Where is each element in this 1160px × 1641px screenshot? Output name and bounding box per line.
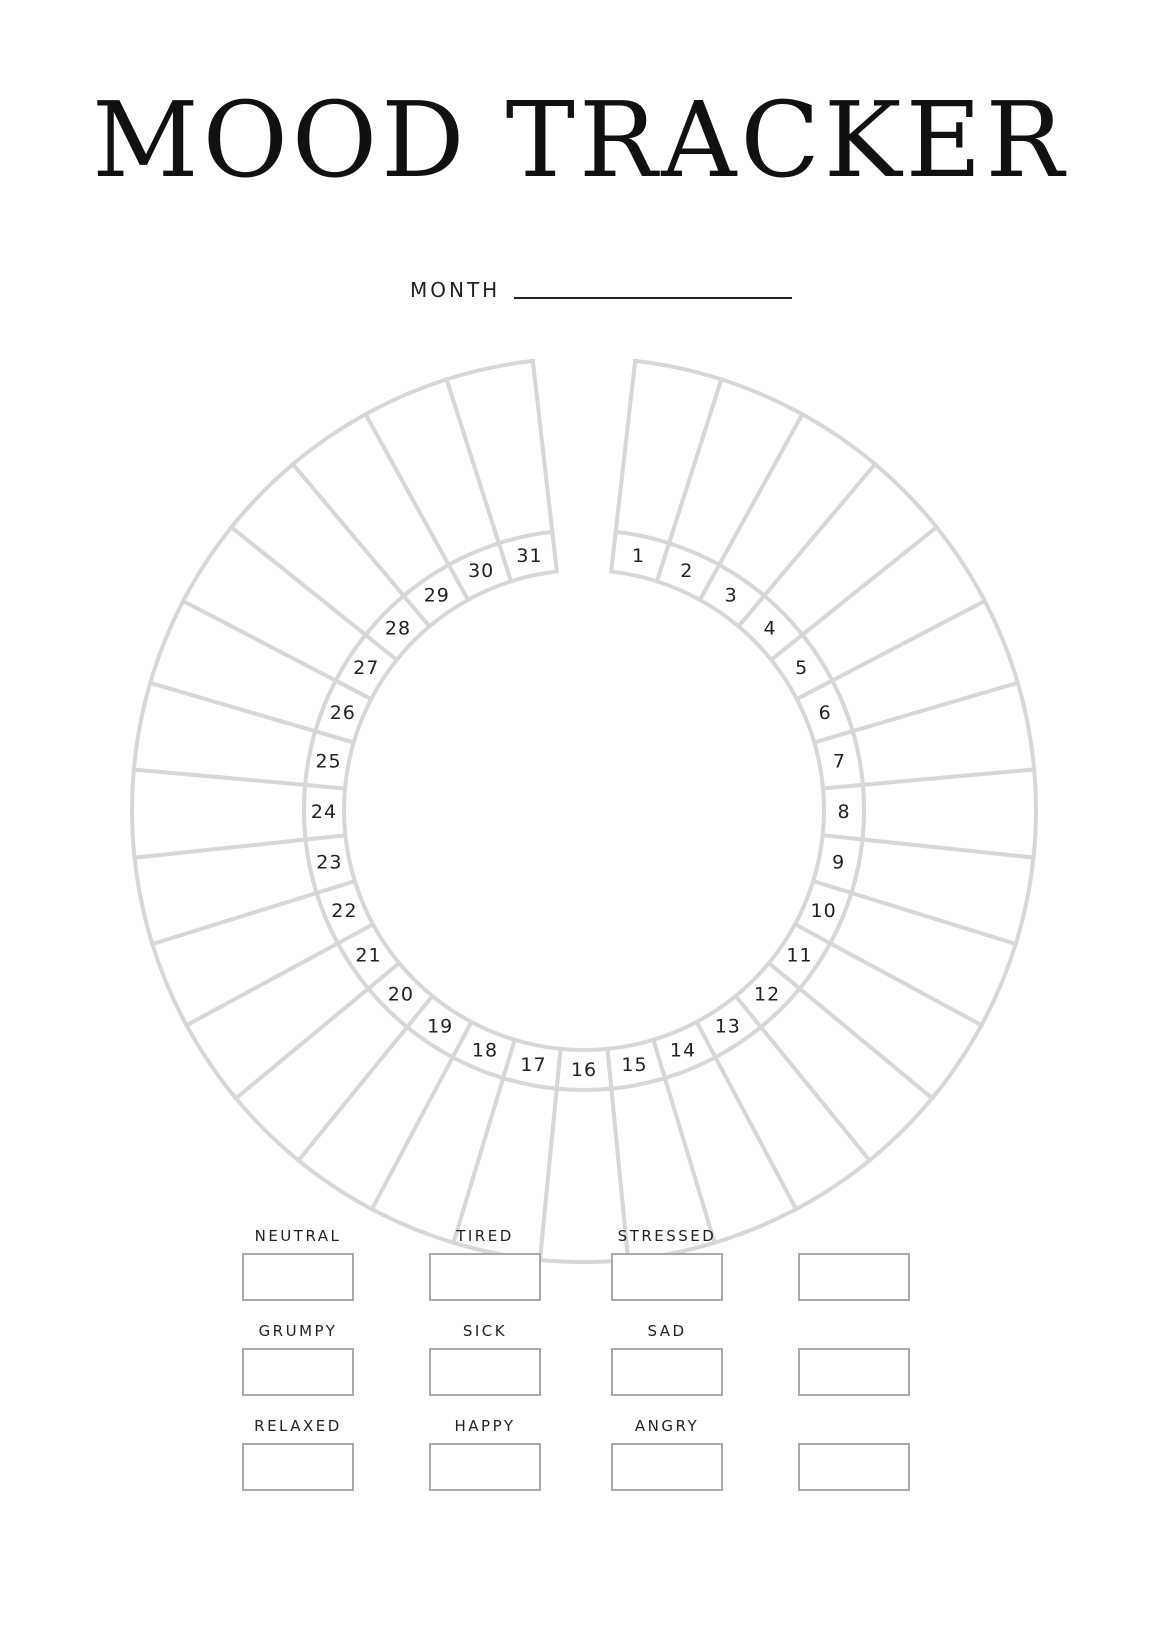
day-number: 15 [621, 1054, 647, 1076]
day-number: 10 [811, 900, 837, 922]
legend-item [798, 1419, 910, 1491]
legend-label: SAD [647, 1322, 687, 1340]
legend-label: SICK [462, 1322, 508, 1340]
day-number: 6 [819, 702, 832, 724]
day-number: 18 [472, 1039, 498, 1061]
day-number: 20 [388, 984, 414, 1006]
legend-item: RELAXED [242, 1419, 354, 1491]
legend-color-box[interactable] [242, 1253, 354, 1301]
legend-item: TIRED [429, 1229, 541, 1301]
legend-color-box[interactable] [242, 1443, 354, 1491]
day-31-label-cell [496, 529, 560, 584]
day-number: 2 [680, 560, 693, 582]
day-number: 3 [725, 585, 738, 607]
legend-color-box[interactable] [429, 1253, 541, 1301]
legend-label: GRUMPY [258, 1322, 338, 1340]
day-number: 27 [353, 657, 379, 679]
day-number: 14 [670, 1039, 696, 1061]
legend-color-box[interactable] [798, 1348, 910, 1396]
legend-label: NEUTRAL [254, 1227, 342, 1245]
day-number: 5 [795, 657, 808, 679]
month-input-line[interactable] [514, 297, 793, 299]
day-number: 8 [837, 801, 850, 823]
legend-color-box[interactable] [611, 1443, 723, 1491]
legend-color-box[interactable] [611, 1253, 723, 1301]
day-number: 11 [786, 945, 812, 967]
day-number: 12 [754, 984, 780, 1006]
month-field: MONTH [410, 270, 793, 302]
legend-label: HAPPY [454, 1417, 516, 1435]
day-number: 19 [427, 1016, 453, 1038]
day-number: 26 [330, 702, 356, 724]
day-number: 13 [715, 1016, 741, 1038]
day-number: 4 [763, 617, 776, 639]
legend-item: GRUMPY [242, 1324, 354, 1396]
legend-color-box[interactable] [242, 1348, 354, 1396]
day-number: 17 [520, 1054, 546, 1076]
day-number: 29 [424, 585, 450, 607]
day-number: 28 [385, 617, 411, 639]
legend-item: HAPPY [429, 1419, 541, 1491]
legend-item: NEUTRAL [242, 1229, 354, 1301]
legend-item: STRESSED [611, 1229, 723, 1301]
legend-item [798, 1229, 910, 1301]
legend-color-box[interactable] [611, 1348, 723, 1396]
day-number: 24 [311, 801, 337, 823]
legend-color-box[interactable] [429, 1443, 541, 1491]
legend-item [798, 1324, 910, 1396]
day-number: 31 [516, 545, 542, 567]
day-number: 1 [632, 545, 645, 567]
day-number: 22 [331, 900, 357, 922]
legend-label: RELAXED [254, 1417, 342, 1435]
day-number: 7 [833, 751, 846, 773]
day-number: 25 [315, 751, 341, 773]
legend-color-box[interactable] [798, 1253, 910, 1301]
day-number: 30 [468, 560, 494, 582]
legend-color-box[interactable] [798, 1443, 910, 1491]
day-number: 9 [832, 851, 845, 873]
legend-item: SICK [429, 1324, 541, 1396]
day-number: 16 [571, 1059, 597, 1081]
day-number: 23 [316, 851, 342, 873]
legend-color-box[interactable] [429, 1348, 541, 1396]
legend-item: SAD [611, 1324, 723, 1396]
day-number: 21 [355, 945, 381, 967]
legend-label: ANGRY [634, 1417, 700, 1435]
page-title: MOOD TRACKER [92, 79, 1068, 201]
legend-item: ANGRY [611, 1419, 723, 1491]
month-label: MONTH [410, 278, 501, 302]
legend-label: STRESSED [617, 1227, 717, 1245]
legend-label: TIRED [456, 1227, 514, 1245]
